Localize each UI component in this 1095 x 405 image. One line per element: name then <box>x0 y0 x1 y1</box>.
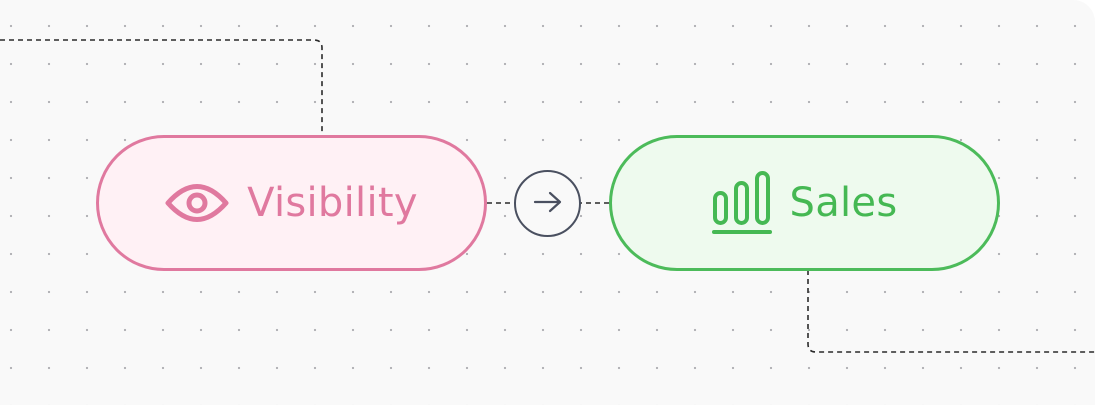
node-label-visibility: Visibility <box>247 180 418 226</box>
arrow-right-icon <box>532 190 564 218</box>
bar-chart-icon <box>711 170 772 236</box>
connector-arrow <box>514 170 581 237</box>
node-label-sales: Sales <box>789 180 898 226</box>
node-sales[interactable]: Sales <box>609 135 1000 271</box>
incoming-dashed-line <box>0 39 323 136</box>
node-visibility[interactable]: Visibility <box>96 135 487 271</box>
eye-icon <box>165 178 229 228</box>
outgoing-dashed-line <box>807 270 1095 353</box>
